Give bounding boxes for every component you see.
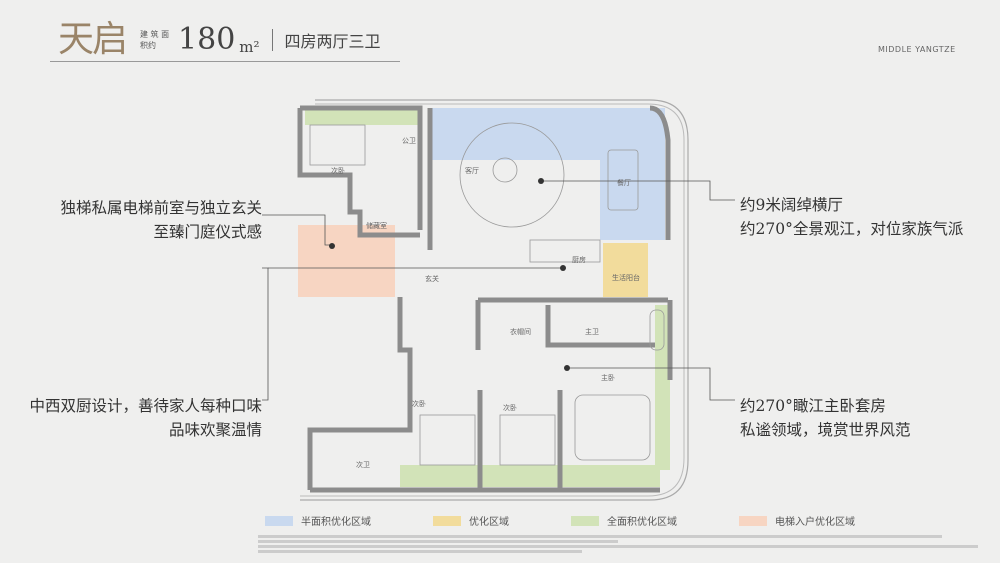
header-rule	[50, 61, 400, 62]
zone-full-area	[655, 305, 670, 470]
legend: 半面积优化区域 优化区域 全面积优化区域 电梯入户优化区域	[265, 513, 855, 528]
callout-line: 约270°瞰江主卧套房	[740, 397, 886, 415]
callout-right-bottom: 约270°瞰江主卧套房 私谧领域，境赏世界风范	[740, 394, 911, 442]
room-label: 储藏室	[366, 221, 387, 230]
legend-swatch	[265, 515, 293, 526]
walls	[297, 105, 673, 493]
legend-swatch	[433, 515, 461, 526]
marker-dot	[564, 365, 570, 371]
room-label: 公卫	[402, 137, 416, 145]
zone-optimized	[603, 243, 648, 297]
room-label: 客厅	[465, 166, 479, 175]
zone-full-area	[400, 465, 660, 487]
area-value: 180	[178, 22, 236, 57]
callout-line: 私谧领域，境赏世界风范	[740, 421, 911, 439]
room-label: 餐厅	[617, 178, 631, 187]
legend-label: 半面积优化区域	[301, 517, 371, 528]
callout-line: 品味欢聚温情	[168, 421, 262, 439]
room-label: 主卧	[601, 373, 615, 382]
legend-swatch	[739, 515, 767, 526]
callout-line: 至臻门庭仪式感	[153, 223, 262, 241]
legend-swatch	[571, 515, 599, 526]
layout-type: 四房两厅三卫	[284, 32, 381, 51]
room-label: 生活阳台	[612, 273, 640, 282]
callout-line: 独梯私属电梯前室与独立玄关	[60, 199, 262, 217]
legend-item: 半面积优化区域	[265, 513, 371, 528]
divider	[271, 29, 273, 51]
header: 天启 建 筑 面积约 180 m² 四房两厅三卫	[58, 20, 381, 60]
marker-dot	[329, 243, 335, 249]
legend-label: 优化区域	[469, 517, 509, 528]
zone-full-area	[305, 108, 420, 125]
marker-dot	[538, 178, 544, 184]
room-label: 次卧	[412, 399, 426, 408]
legend-label: 全面积优化区域	[607, 517, 677, 528]
marker-dot	[560, 265, 566, 271]
room-label: 厨房	[572, 255, 586, 264]
fine-print-disclaimer	[258, 535, 978, 553]
room-label: 次卧	[331, 166, 345, 175]
callout-line: 约9米阔绰横厅	[740, 196, 843, 214]
area-unit: m²	[239, 38, 260, 56]
room-label: 玄关	[425, 274, 439, 283]
callout-left-top: 独梯私属电梯前室与独立玄关 至臻门庭仪式感	[30, 196, 262, 244]
legend-item: 电梯入户优化区域	[739, 513, 855, 528]
legend-item: 优化区域	[433, 513, 509, 528]
zone-half-area	[430, 108, 605, 160]
room-label: 主卫	[585, 327, 599, 336]
room-label: 衣帽间	[510, 327, 531, 336]
callout-left-bottom: 中西双厨设计，善待家人每种口味 品味欢聚温情	[10, 394, 262, 442]
legend-label: 电梯入户优化区域	[775, 517, 855, 528]
callout-line: 中西双厨设计，善待家人每种口味	[29, 397, 262, 415]
room-label: 次卫	[356, 460, 370, 469]
zone-half-area	[600, 108, 665, 240]
callout-right-top: 约9米阔绰横厅 约270°全景观江，对位家族气派	[740, 193, 963, 241]
project-title: 天启	[58, 19, 128, 60]
area-label: 建 筑 面积约	[140, 30, 170, 50]
legend-item: 全面积优化区域	[571, 513, 677, 528]
room-label: 次卧	[503, 403, 517, 412]
callout-line: 约270°全景观江，对位家族气派	[740, 220, 964, 238]
brand-text: MIDDLE YANGTZE	[878, 45, 956, 54]
